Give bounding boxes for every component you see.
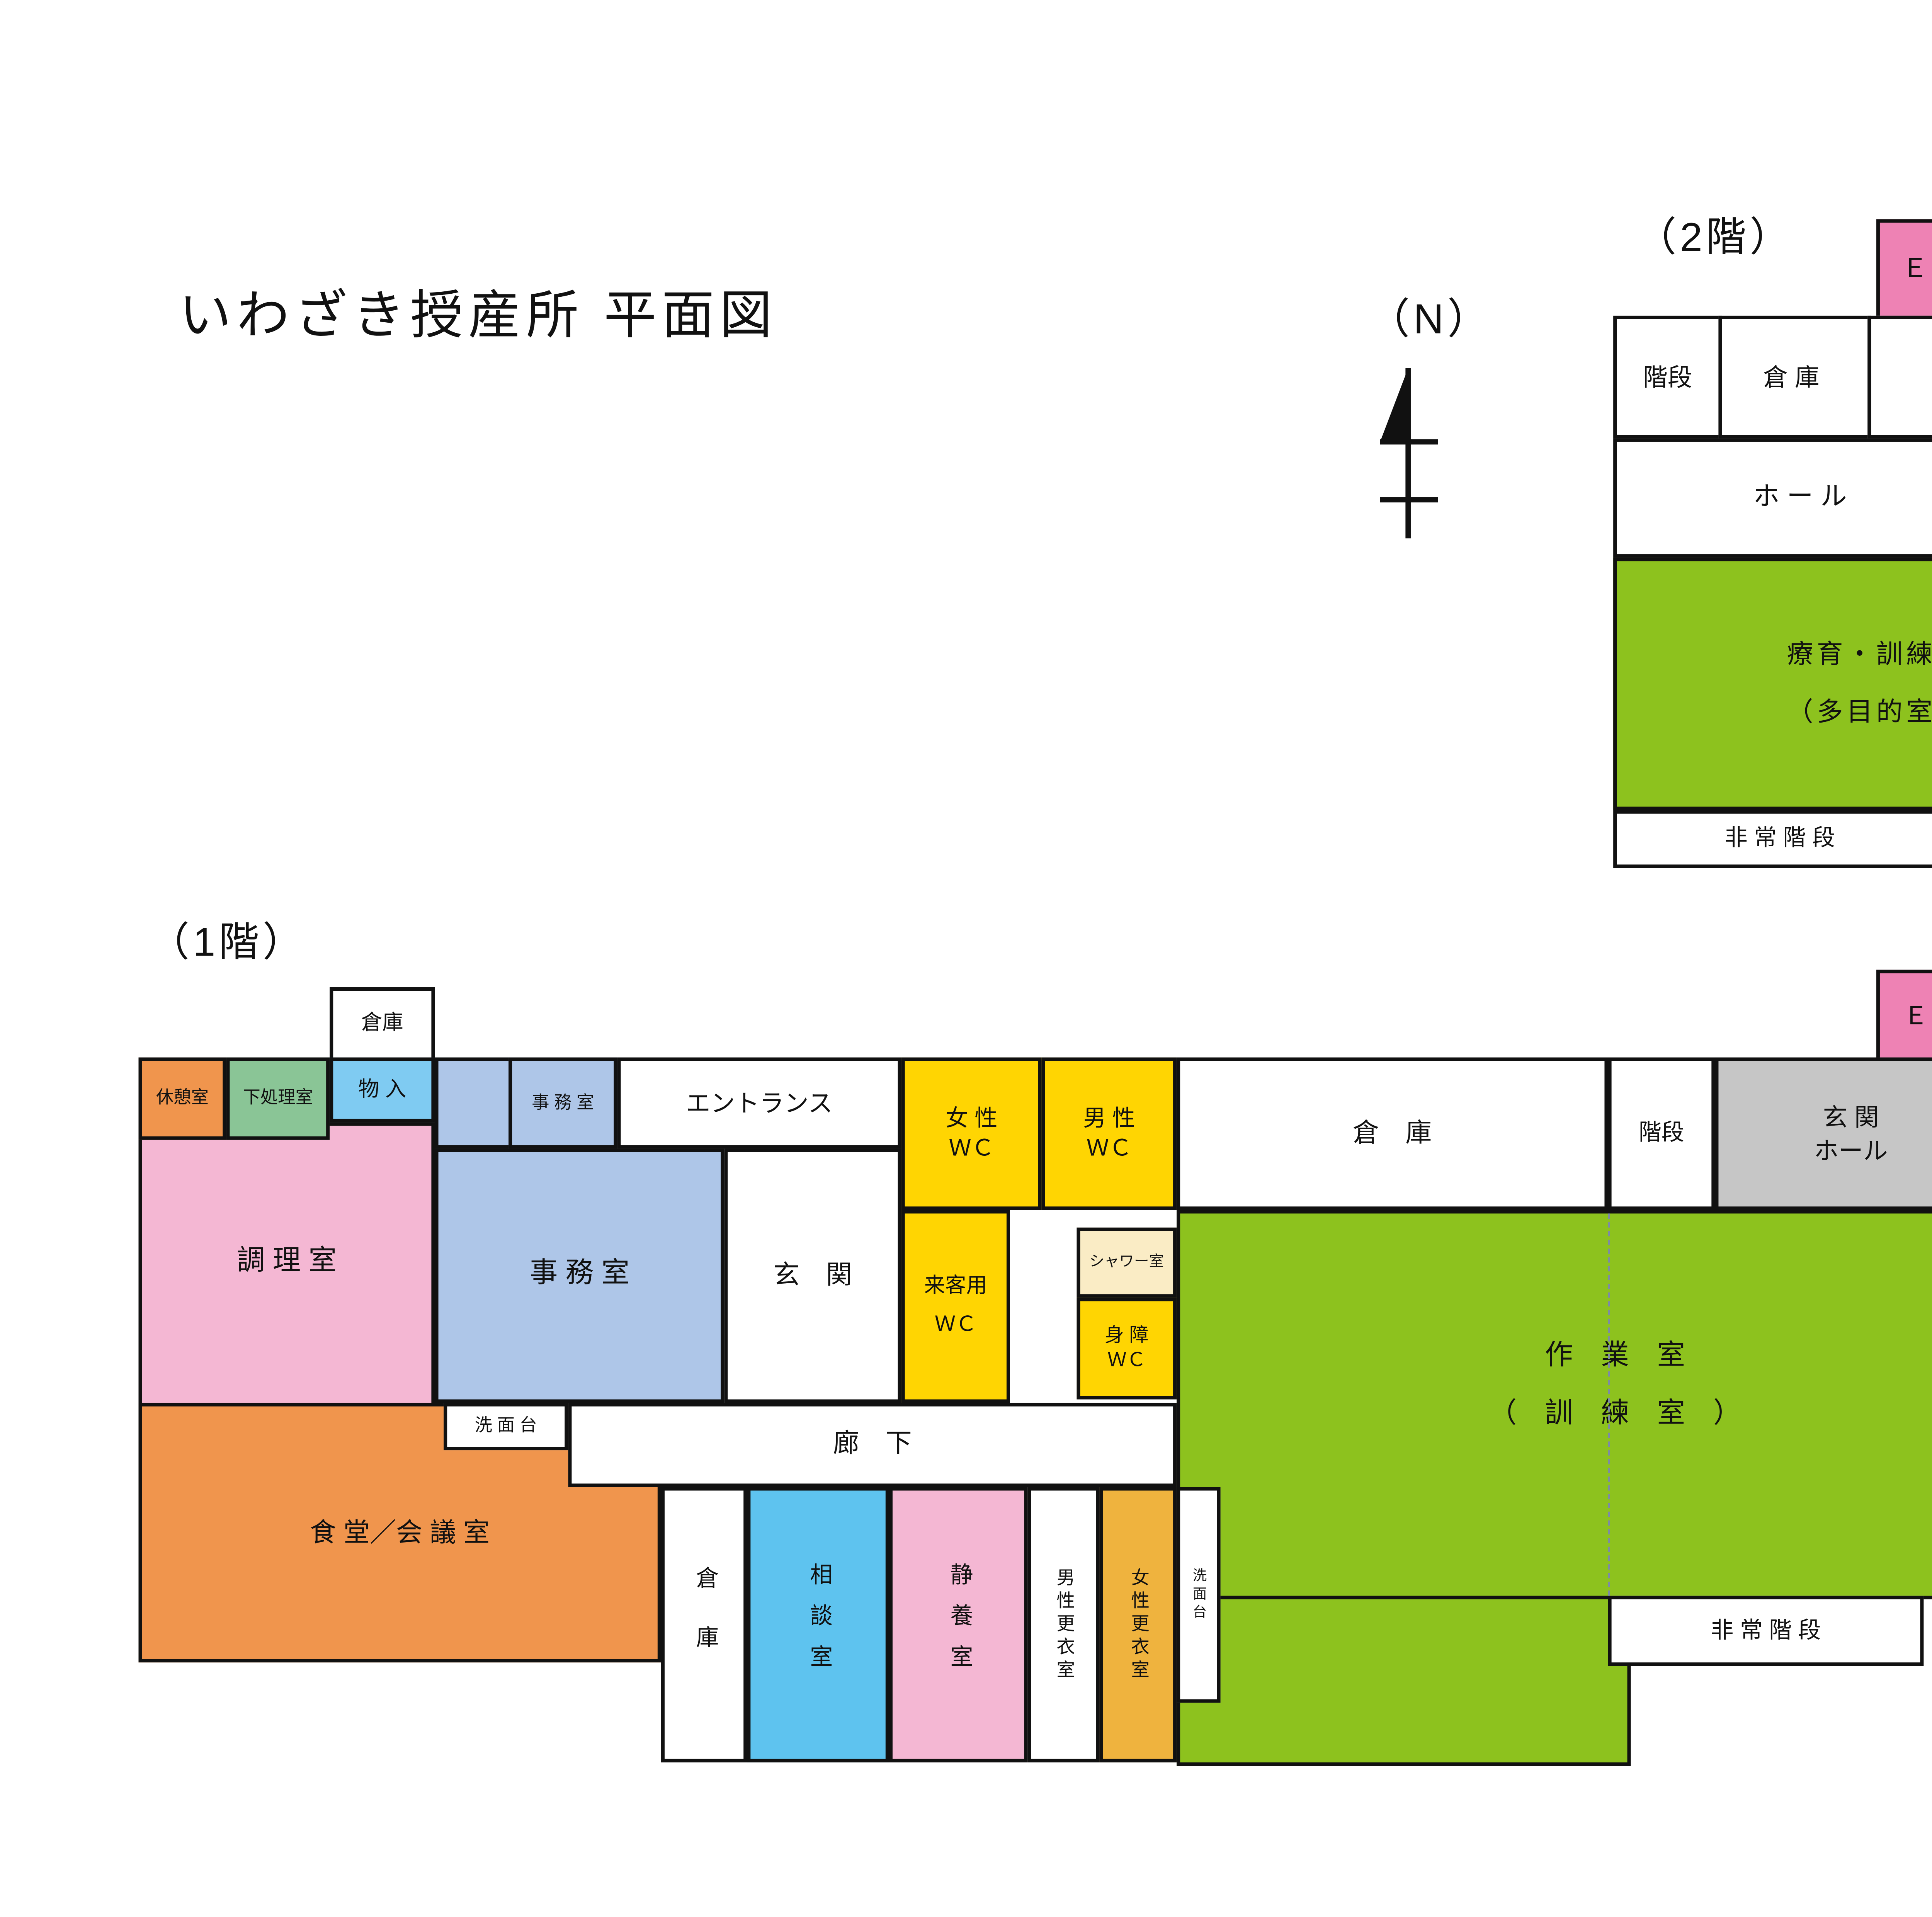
work-room-partition-dashed-line — [1608, 1213, 1610, 1596]
room-accessible-wc: 身 障 ＷＣ — [1077, 1298, 1177, 1400]
guest-wc-line1: 来客用 — [924, 1274, 988, 1299]
women-wc-line2: ＷＣ — [949, 1133, 995, 1160]
floor1-emergency-stairs: 非 常 階 段 — [1608, 1596, 1924, 1666]
room-men-changing: 男性更衣室 — [1027, 1487, 1100, 1762]
accessible-wc-line2: ＷＣ — [1107, 1350, 1146, 1371]
room-women-changing: 女性更衣室 — [1099, 1487, 1177, 1762]
entrance-hall-line2: ホール — [1814, 1135, 1888, 1164]
men-changing-label: 男性更衣室 — [1054, 1567, 1076, 1682]
room-stairs1f: 階段 — [1608, 1057, 1715, 1210]
floor2-training-room-line1: 療育・訓練室 — [1787, 639, 1932, 669]
room-shower: シャワー室 — [1077, 1227, 1177, 1298]
men-wc-line2: ＷＣ — [1086, 1133, 1132, 1160]
room-entrance: エントランス — [617, 1057, 901, 1149]
room-men-wc: 男 性 ＷＣ — [1041, 1057, 1177, 1210]
room-storage-big: 倉 庫 — [1177, 1057, 1608, 1210]
room-prep: 下処理室 — [226, 1057, 330, 1140]
room-work-area — [1177, 1210, 1932, 1599]
corridor: 廊 下 — [568, 1403, 1177, 1487]
guest-wc-line2: ＷＣ — [934, 1311, 977, 1337]
entrance-hall-line1: 玄 関 — [1823, 1103, 1879, 1132]
room-rest: 休憩室 — [138, 1057, 226, 1140]
room-kitchen-area — [138, 1122, 435, 1407]
floor2-storage: 倉庫 — [1718, 315, 1871, 439]
women-changing-label: 女性更衣室 — [1129, 1567, 1150, 1682]
room-kitchen-label: 調 理 室 — [236, 1247, 337, 1277]
room-quiet: 静養室 — [889, 1487, 1028, 1762]
accessible-wc-line1: 身 障 — [1104, 1325, 1149, 1346]
floor2-stairs: 階段 — [1613, 315, 1722, 439]
floor2-emergency-stairs: 非 常 階 段 — [1613, 810, 1932, 868]
floor2-corridor — [1867, 315, 1932, 439]
washstand-bottom: 洗面台 — [1177, 1487, 1221, 1703]
room-genkan: 玄 関 — [724, 1148, 901, 1403]
work-room-line2: （ 訓 練 室 ） — [1488, 1399, 1742, 1429]
room-counseling: 相談室 — [747, 1487, 889, 1762]
room-entrance-hall: 玄 関 ホール — [1715, 1057, 1932, 1210]
room-dining-label: 食 堂／会 議 室 — [310, 1519, 490, 1549]
room-work-area-extension — [1177, 1596, 1631, 1766]
floor1-storage-top: 倉庫 — [330, 987, 435, 1061]
room-guest-wc: 来客用 ＷＣ — [901, 1210, 1010, 1403]
counseling-label: 相談室 — [806, 1563, 833, 1686]
floor1-label: （1階） — [149, 919, 307, 965]
page-title: いわざき授産所 平面図 — [179, 287, 777, 346]
room-office-small: 事 務 室 — [509, 1057, 617, 1149]
room-storage-bottom: 倉庫 — [661, 1487, 747, 1762]
women-wc-line1: 女 性 — [945, 1104, 998, 1131]
room-work-label: 作 業 室 （ 訓 練 室 ） — [1177, 1324, 1932, 1447]
room-closet1f: 物 入 — [330, 1057, 435, 1123]
storage-bottom-label: 倉庫 — [692, 1565, 719, 1684]
floor2-training-room: 療育・訓練室 （多目的室） — [1613, 558, 1932, 810]
compass-label: （N） — [1367, 296, 1493, 344]
floor2-elevator: ＥＶ — [1876, 219, 1932, 319]
quiet-room-label: 静養室 — [947, 1563, 973, 1686]
men-wc-line1: 男 性 — [1083, 1104, 1135, 1131]
floor2-training-room-line2: （多目的室） — [1787, 698, 1932, 728]
work-room-line1: 作 業 室 — [1545, 1341, 1685, 1371]
room-women-wc: 女 性 ＷＣ — [901, 1057, 1042, 1210]
north-arrow-icon — [1380, 368, 1438, 539]
floor1-elevator: ＥＶ — [1876, 970, 1932, 1061]
washstand-left: 洗 面 台 — [444, 1403, 568, 1451]
floor2-hall: ホ ー ル — [1613, 438, 1932, 558]
floor2-label: （2階） — [1636, 214, 1794, 260]
washstand-bottom-label: 洗面台 — [1192, 1567, 1208, 1623]
room-office: 事 務 室 — [435, 1148, 724, 1403]
